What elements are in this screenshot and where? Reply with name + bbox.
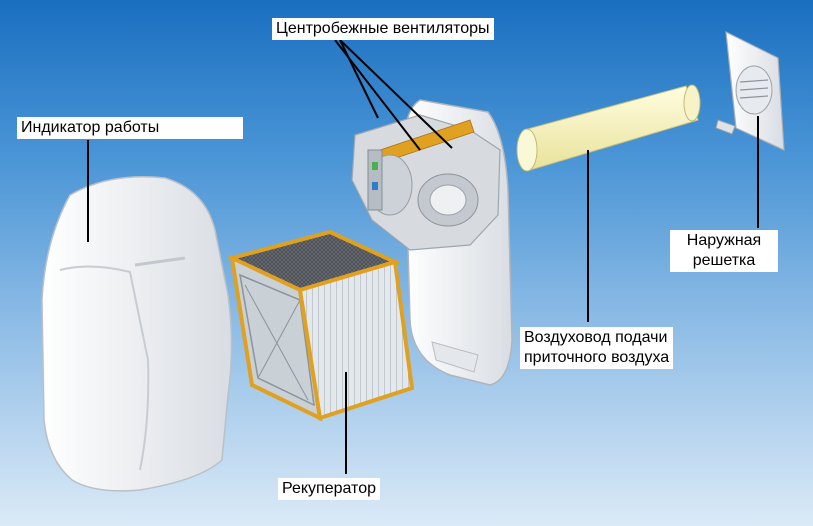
centrifugal-fans bbox=[351, 114, 501, 251]
leader-lines bbox=[87, 39, 759, 474]
label-supply-duct-line2: приточного воздуха bbox=[524, 349, 670, 366]
label-recuperator: Рекуператор bbox=[278, 478, 380, 500]
recuperator-core bbox=[226, 229, 415, 422]
leader-fans-3 bbox=[334, 39, 421, 151]
label-supply-duct-line1: Воздуховод подачи bbox=[524, 329, 668, 346]
leader-fans-2 bbox=[339, 39, 453, 149]
leader-fans-1 bbox=[339, 39, 379, 119]
label-indicator: Индикатор работы bbox=[17, 117, 243, 139]
label-supply-duct: Воздуховод подачи приточного воздуха bbox=[520, 327, 674, 369]
label-outdoor-grille: Наружная решетка bbox=[670, 230, 778, 272]
label-outdoor-grille-line2: решетка bbox=[692, 252, 756, 269]
label-centrifugal-fans: Центробежные вентиляторы bbox=[272, 18, 494, 40]
label-outdoor-grille-line1: Наружная bbox=[686, 232, 762, 249]
supply-air-duct bbox=[516, 84, 701, 172]
front-cover bbox=[41, 176, 233, 492]
outdoor-grille bbox=[715, 30, 785, 151]
